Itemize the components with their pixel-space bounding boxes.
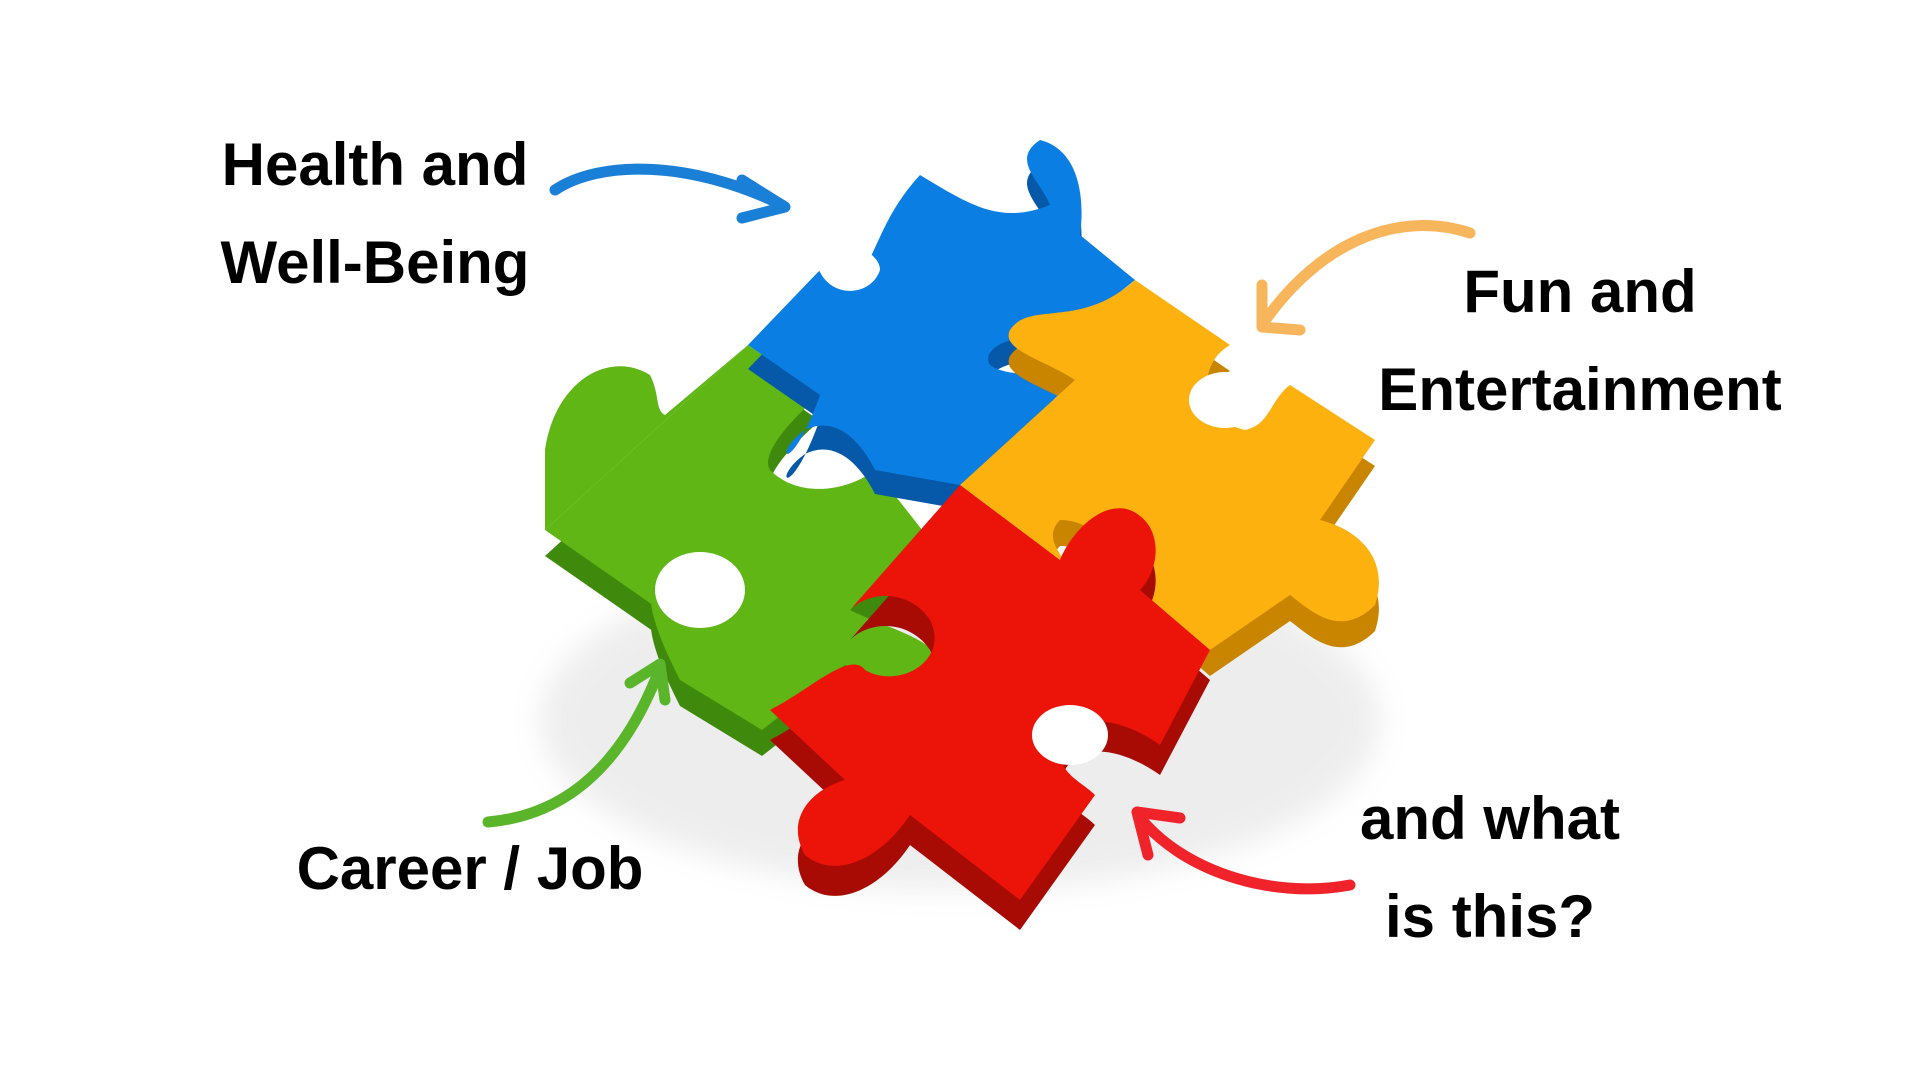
career-label: Career / Job <box>270 820 670 918</box>
red-puzzle-piece <box>770 485 1210 930</box>
what-label: and what is this? <box>1320 770 1660 966</box>
fun-label: Fun and Entertainment <box>1360 243 1800 439</box>
green-puzzle-piece <box>545 345 945 756</box>
health-label-line2: Well-Being <box>220 229 530 296</box>
arrow-health <box>549 163 791 224</box>
arrow-career <box>482 658 671 828</box>
health-label-line1: Health and <box>221 131 529 198</box>
arrow-fun <box>1256 220 1476 336</box>
what-label-line1: and what <box>1359 785 1620 852</box>
fun-label-line1: Fun and <box>1463 258 1697 325</box>
fun-label-line2: Entertainment <box>1378 356 1782 423</box>
arrow-what <box>1131 806 1356 895</box>
yellow-puzzle-piece <box>960 280 1379 676</box>
career-label-line1: Career / Job <box>296 835 644 902</box>
health-label: Health and Well-Being <box>195 116 555 312</box>
what-label-line2: is this? <box>1384 883 1596 950</box>
